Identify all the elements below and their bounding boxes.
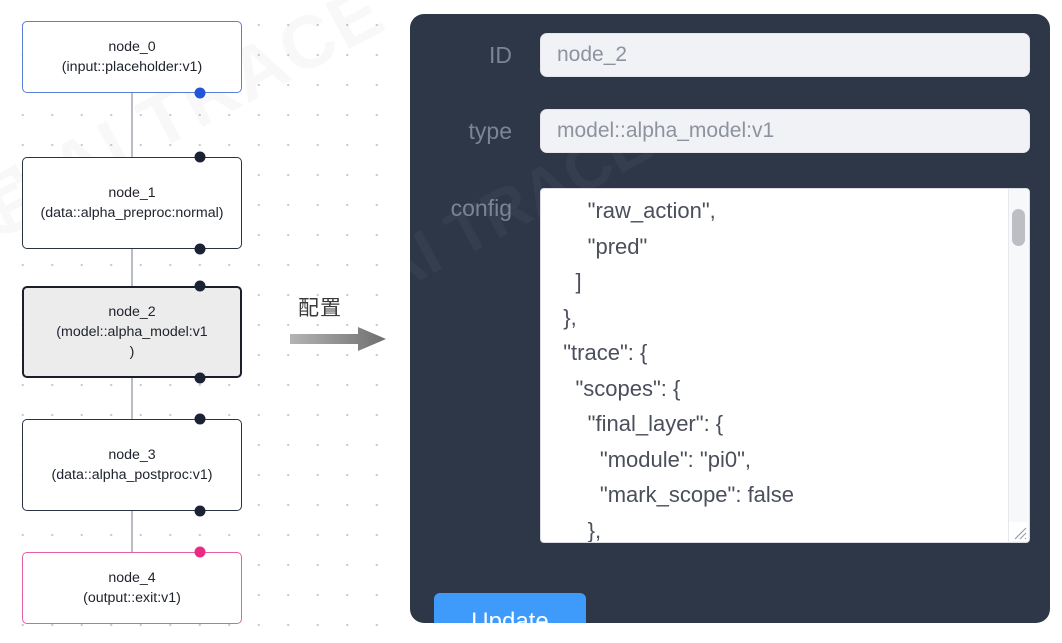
field-row-config: config "raw_action", "pred" ] }, "trace"… [410,188,1030,543]
graph-node-label: node_0 (input::placeholder:v1) [61,39,203,75]
graph-node-label: node_3 (data::alpha_postproc:v1) [51,447,213,483]
graph-node-node_0[interactable]: node_0 (input::placeholder:v1) [22,21,242,93]
graph-node-node_4[interactable]: node_4 (output::exit:v1) [22,552,242,624]
transition-label: 配置 [298,297,342,320]
id-label: ID [489,42,512,68]
node-handle-target-node_2[interactable] [194,280,206,292]
config-label: config [450,195,512,221]
graph-node-node_3[interactable]: node_3 (data::alpha_postproc:v1) [22,419,242,511]
node-handle-target-node_1[interactable] [194,151,206,163]
node-inspector-panel: AI TRACE ID type config "raw_action", "p… [410,14,1050,623]
node-handle-target-node_3[interactable] [194,413,206,425]
node-handle-source-node_1[interactable] [194,243,206,255]
update-button[interactable]: Update [434,593,586,623]
id-input[interactable] [540,33,1030,77]
graph-node-label: node_1 (data::alpha_preproc:normal) [40,185,224,221]
node-handle-source-node_2[interactable] [194,372,206,384]
graph-node-label: node_2 (model::alpha_model:v1 ) [56,304,208,360]
field-row-type: type [410,109,1030,153]
node-graph-canvas[interactable]: 設定 AI TRACE node_0 (input::placeholder:v… [0,0,400,643]
field-row-id: ID [410,33,1030,77]
node-handle-target-node_4[interactable] [194,546,206,558]
graph-node-label: node_4 (output::exit:v1) [83,570,181,606]
transition-annotation: 配置 [288,296,398,357]
config-textarea[interactable]: "raw_action", "pred" ] }, "trace": { "sc… [563,198,795,543]
config-scrollbar[interactable] [1008,189,1029,542]
edge-2[interactable] [131,378,134,419]
edge-0[interactable] [131,93,134,157]
config-textarea-wrapper: "raw_action", "pred" ] }, "trace": { "sc… [540,188,1030,543]
config-scrollbar-thumb[interactable] [1012,209,1025,246]
type-input[interactable] [540,109,1030,153]
node-handle-source-node_0[interactable] [194,87,206,99]
graph-node-node_1[interactable]: node_1 (data::alpha_preproc:normal) [22,157,242,249]
right-arrow-icon [290,327,386,351]
type-label: type [468,118,512,144]
edge-3[interactable] [131,511,134,552]
graph-node-node_2[interactable]: node_2 (model::alpha_model:v1 ) [22,286,242,378]
node-handle-source-node_3[interactable] [194,505,206,517]
edge-1[interactable] [131,249,134,286]
resize-grip-icon[interactable] [1009,522,1028,541]
